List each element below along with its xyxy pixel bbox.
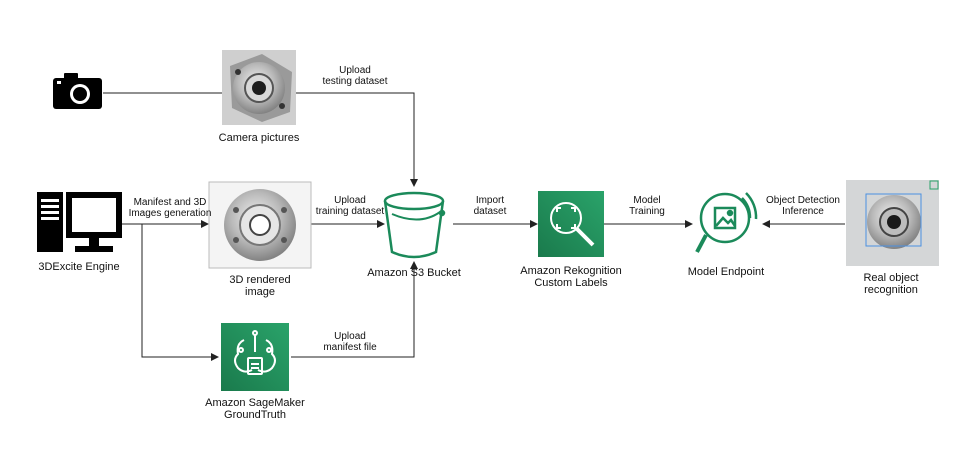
edge-label-model-training: Model Training — [629, 195, 665, 217]
rekognition-label: Amazon Rekognition Custom Labels — [520, 265, 622, 289]
edge-label-upload-training: Upload training dataset — [315, 195, 385, 217]
sagemaker-label: Amazon SageMaker GroundTruth — [205, 397, 305, 421]
edge-upload-manifest — [291, 261, 418, 358]
edge-label-import-dataset: Import dataset — [473, 195, 507, 217]
camera-icon — [53, 73, 102, 109]
rekognition-icon — [538, 191, 604, 257]
s3-bucket-label: Amazon S3 Bucket — [367, 267, 461, 279]
endpoint-label: Model Endpoint — [687, 266, 765, 278]
computer-icon — [37, 192, 122, 252]
edge-engine-to-sagemaker — [141, 224, 219, 361]
real-object-label: Real object recognition — [863, 272, 919, 296]
bucket-icon — [383, 191, 446, 259]
edge-label-upload-testing: Upload testing dataset — [322, 65, 388, 87]
camera-pictures-label: Camera pictures — [218, 132, 300, 144]
engine-label: 3DExcite Engine — [38, 261, 120, 273]
rendered-image-label: 3D rendered image — [229, 274, 291, 298]
edge-label-object-detection: Object Detection Inference — [766, 195, 840, 217]
endpoint-icon — [695, 192, 758, 253]
edge-label-upload-manifest: Upload manifest file — [323, 331, 377, 353]
sagemaker-icon — [221, 323, 289, 391]
edges — [103, 92, 845, 361]
real-object-photo — [846, 180, 939, 266]
edge-label-manifest-3d: Manifest and 3D Images generation — [128, 197, 212, 219]
camera-pictures-photo — [222, 50, 296, 125]
rendered-image-photo — [208, 181, 312, 269]
edge-upload-testing — [296, 92, 418, 187]
